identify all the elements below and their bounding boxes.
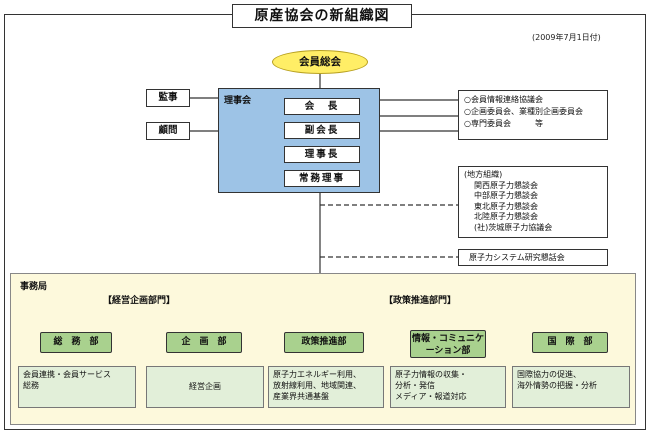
description-line: 放射線利用、地域関連、	[273, 381, 361, 390]
international-description: 国際協力の促進、 海外情勢の把握・分析	[512, 366, 630, 408]
general-affairs-dept: 総 務 部	[40, 332, 112, 353]
information-communication-description: 原子力情報の収集・ 分析・発信 メディア・報道対応	[390, 366, 506, 408]
auditor-node: 監事	[146, 89, 190, 107]
page-title: 原産協会の新組織図	[232, 4, 412, 28]
policy-promotion-dept: 政策推進部	[284, 332, 364, 353]
general-assembly-node: 会員総会	[272, 50, 368, 74]
description-line: 原子力情報の収集・	[395, 370, 467, 379]
advisor-node: 顧問	[146, 122, 190, 140]
role-vice-chairman: 副会長	[284, 122, 360, 139]
description-line: 産業界共通基盤	[273, 392, 329, 401]
role-chairman: 会 長	[284, 98, 360, 115]
description-line: 海外情勢の把握・分析	[517, 381, 597, 390]
regional-item: (社)茨城原子力協議会	[474, 222, 553, 232]
planning-dept: 企 画 部	[166, 332, 242, 353]
planning-description: 経営企画	[146, 366, 264, 408]
international-dept: 国 際 部	[532, 332, 608, 353]
board-label: 理事会	[224, 96, 252, 106]
management-planning-division: 【経営企画部門】	[103, 296, 176, 306]
description-line: 原子力エネルギー利用、	[273, 370, 361, 379]
description-line: 国際協力の促進、	[517, 370, 581, 379]
secretariat-label: 事務局	[20, 282, 48, 292]
committee-item: ○専門委員会 等	[464, 119, 543, 128]
regional-heading: (地方組織)	[464, 170, 503, 179]
research-group-node: 原子力システム研究懇話会	[458, 249, 608, 266]
regional-item: 中部原子力懇談会	[474, 191, 538, 200]
effective-date: (2009年7月1日付)	[532, 33, 601, 42]
committees-box: ○会員情報連絡協議会 ○企画委員会、業種別企画委員会 ○専門委員会 等	[458, 90, 608, 140]
regional-organizations-box: (地方組織) 関西原子力懇談会 中部原子力懇談会 東北原子力懇談会 北陸原子力懇…	[458, 166, 608, 238]
committee-item: ○会員情報連絡協議会	[464, 95, 543, 104]
regional-item: 東北原子力懇談会	[474, 201, 538, 211]
description-line: 総務	[23, 381, 39, 390]
committee-item: ○企画委員会、業種別企画委員会	[464, 107, 583, 116]
policy-promotion-description: 原子力エネルギー利用、 放射線利用、地域関連、 産業界共通基盤	[268, 366, 384, 408]
description-line: メディア・報道対応	[395, 392, 467, 401]
description-line: 会員連携・会員サービス	[23, 370, 111, 379]
regional-item: 関西原子力懇談会	[474, 180, 538, 190]
role-president: 理事長	[284, 146, 360, 163]
policy-promotion-division: 【政策推進部門】	[384, 296, 457, 306]
regional-item: 北陸原子力懇談会	[474, 212, 538, 221]
description-line: 分析・発信	[395, 381, 435, 390]
general-affairs-description: 会員連携・会員サービス 総務	[18, 366, 136, 408]
role-executive-director: 常務理事	[284, 170, 360, 187]
information-communication-dept: 情報・コミュニケーション部	[410, 330, 486, 358]
description-line: 経営企画	[189, 382, 221, 391]
